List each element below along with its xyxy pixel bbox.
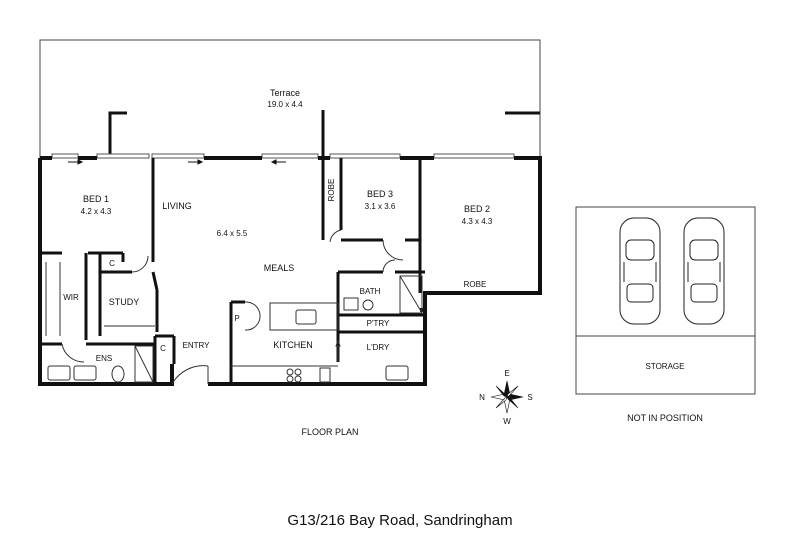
study-label: STUDY	[109, 297, 140, 307]
compass-rose-icon	[490, 380, 524, 414]
terrace-outline	[39, 39, 541, 158]
living-name: LIVING	[162, 201, 192, 211]
compass-w: W	[503, 417, 511, 426]
bed3-dims: 3.1 x 3.6	[365, 202, 396, 211]
terrace-dims: 19.0 x 4.4	[267, 100, 303, 109]
compass-n: N	[479, 393, 485, 402]
room-labels: Terrace 19.0 x 4.4 BED 1 4.2 x 4.3 LIVIN…	[63, 88, 493, 363]
bed2-name: BED 2	[464, 204, 490, 214]
bed1-name: BED 1	[83, 194, 109, 204]
entry-label: ENTRY	[183, 341, 211, 350]
living-dims: 6.4 x 5.5	[217, 229, 248, 238]
laundry-label: L'DRY	[367, 343, 390, 352]
carpark: STORAGE	[575, 206, 756, 395]
pantry-p-label: P	[234, 314, 239, 323]
door-arrows	[68, 159, 286, 165]
kitchen-label: KITCHEN	[273, 340, 313, 350]
ens-label: ENS	[96, 354, 112, 363]
not-in-position-label: NOT IN POSITION	[627, 413, 703, 423]
kitchen-fixtures	[231, 302, 341, 383]
wir-label: WIR	[63, 293, 79, 302]
sliding-doors	[51, 153, 515, 159]
compass-e: E	[504, 369, 509, 378]
bed3-name: BED 3	[367, 189, 393, 199]
compass: E N S W	[479, 369, 533, 426]
bed2-dims: 4.3 x 4.3	[462, 217, 493, 226]
robe-bed2-label: ROBE	[464, 280, 487, 289]
car-icon	[619, 217, 661, 325]
terrace-walls	[108, 110, 540, 157]
car-icon	[683, 217, 725, 325]
exterior-walls	[38, 156, 542, 386]
bed1-dims: 4.2 x 4.3	[81, 207, 112, 216]
storage-label: STORAGE	[646, 362, 685, 371]
interior-walls	[40, 158, 425, 384]
pantry-label: P'TRY	[367, 319, 390, 328]
door-swings	[61, 229, 404, 385]
floor-plan-label: FLOOR PLAN	[301, 427, 358, 437]
cupboard1-label: C	[109, 259, 115, 268]
bath-label: BATH	[360, 287, 381, 296]
meals-name: MEALS	[264, 263, 295, 273]
wet-area-fixtures	[45, 262, 423, 383]
robe-small-label: ROBE	[327, 179, 336, 202]
address-title: G13/216 Bay Road, Sandringham	[287, 512, 512, 529]
compass-s: S	[527, 393, 532, 402]
cupboard2-label: C	[160, 344, 166, 353]
terrace-name: Terrace	[270, 88, 300, 98]
